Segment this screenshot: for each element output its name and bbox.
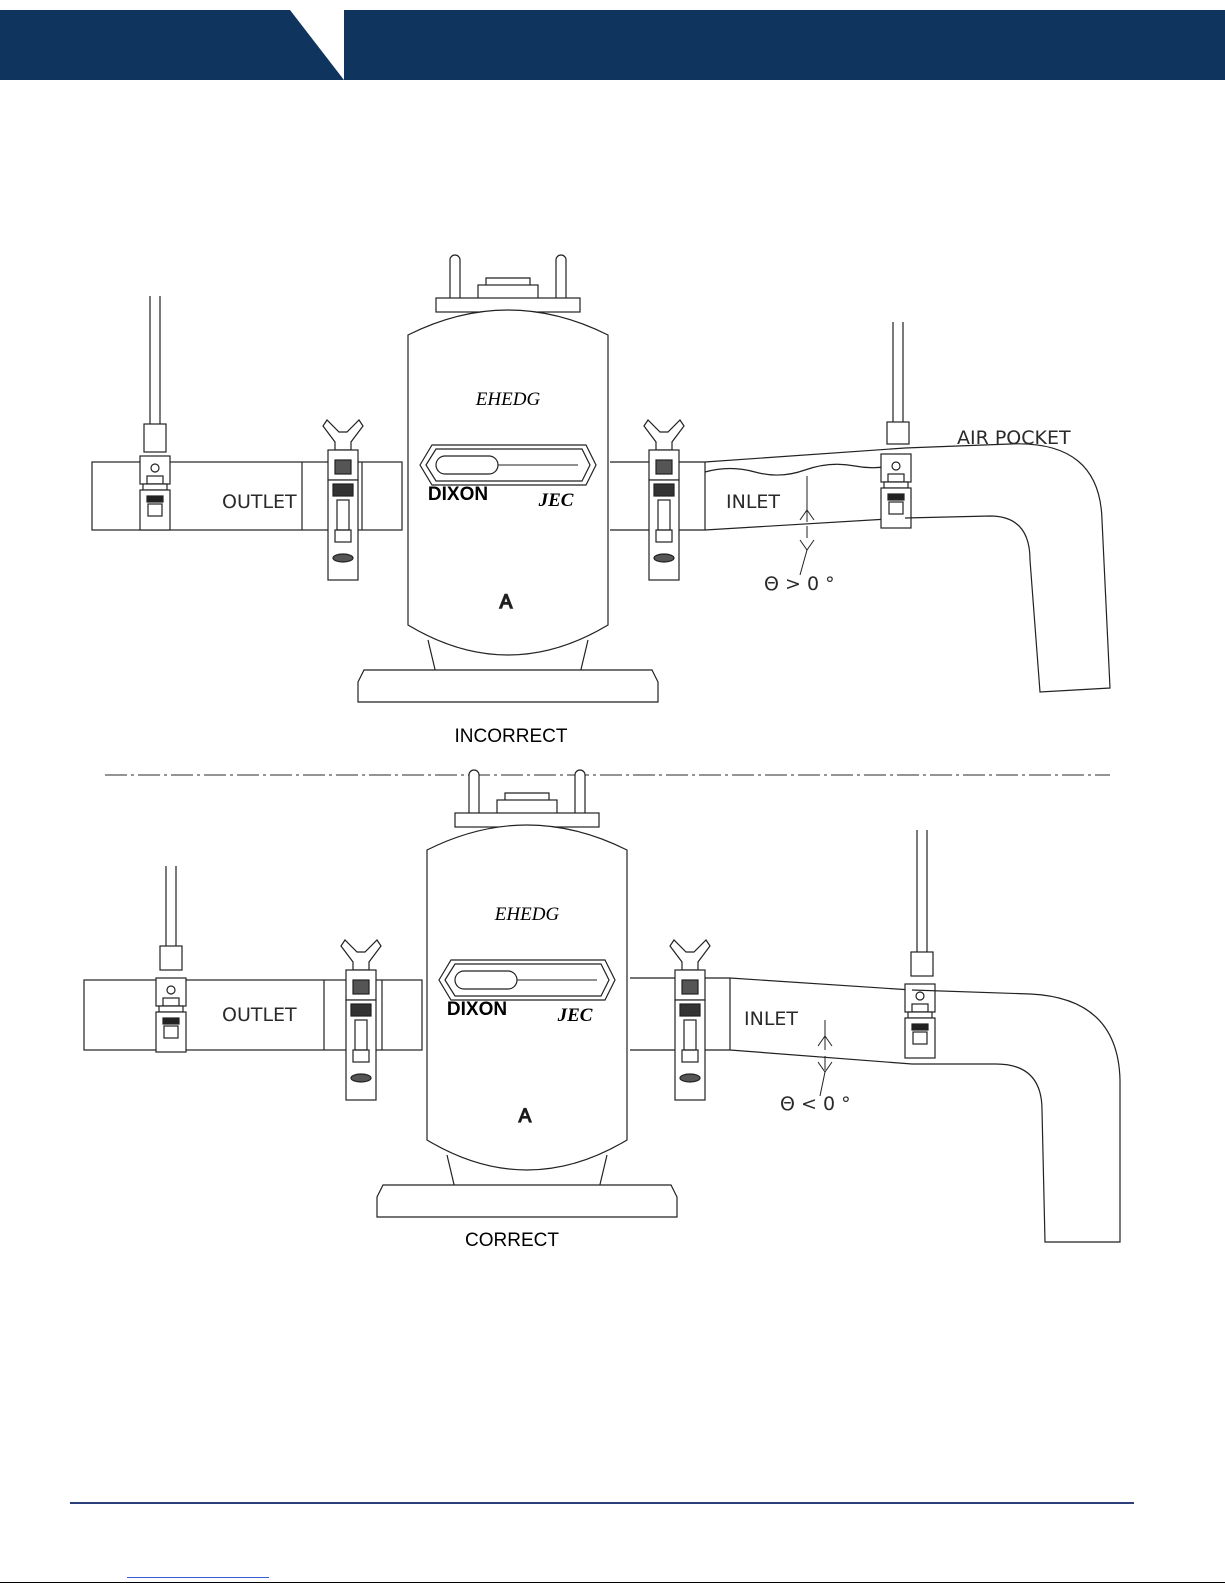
bottom-rule — [0, 1582, 1225, 1583]
ehedg-logo: EHEDG — [494, 904, 560, 925]
air-pocket-label: AIR POCKET — [957, 427, 1071, 449]
incorrect-caption: INCORRECT — [455, 726, 568, 747]
footer-link-underline[interactable] — [127, 1577, 269, 1578]
angle-label: Θ > 0 ° — [764, 573, 835, 595]
outlet-label: OUTLET — [222, 1004, 297, 1026]
a3-logo: A — [500, 592, 513, 613]
incorrect-installation: EHEDG DIXON JEC A OUTLET INLET AIR POCKE… — [92, 255, 1110, 747]
angle-label: Θ < 0 ° — [780, 1093, 851, 1115]
inlet-label: INLET — [726, 491, 780, 513]
correct-installation: EHEDG DIXON JEC A OUTLET INLET Θ < 0 ° C… — [84, 770, 1120, 1251]
jec-logo: JEC — [557, 1005, 593, 1026]
air-pocket-line — [705, 462, 905, 475]
footer-rule — [70, 1502, 1134, 1504]
inlet-elbow — [912, 990, 1120, 1242]
jec-logo: JEC — [538, 490, 574, 511]
ehedg-logo: EHEDG — [475, 389, 541, 410]
hanger-rod — [150, 296, 160, 424]
dixon-logo: DIXON — [428, 484, 488, 505]
dixon-logo: DIXON — [447, 999, 507, 1020]
inlet-label: INLET — [744, 1008, 798, 1030]
correct-caption: CORRECT — [465, 1230, 559, 1251]
inlet-elbow — [905, 444, 1110, 692]
a3-logo: A — [519, 1106, 532, 1127]
outlet-label: OUTLET — [222, 491, 297, 513]
